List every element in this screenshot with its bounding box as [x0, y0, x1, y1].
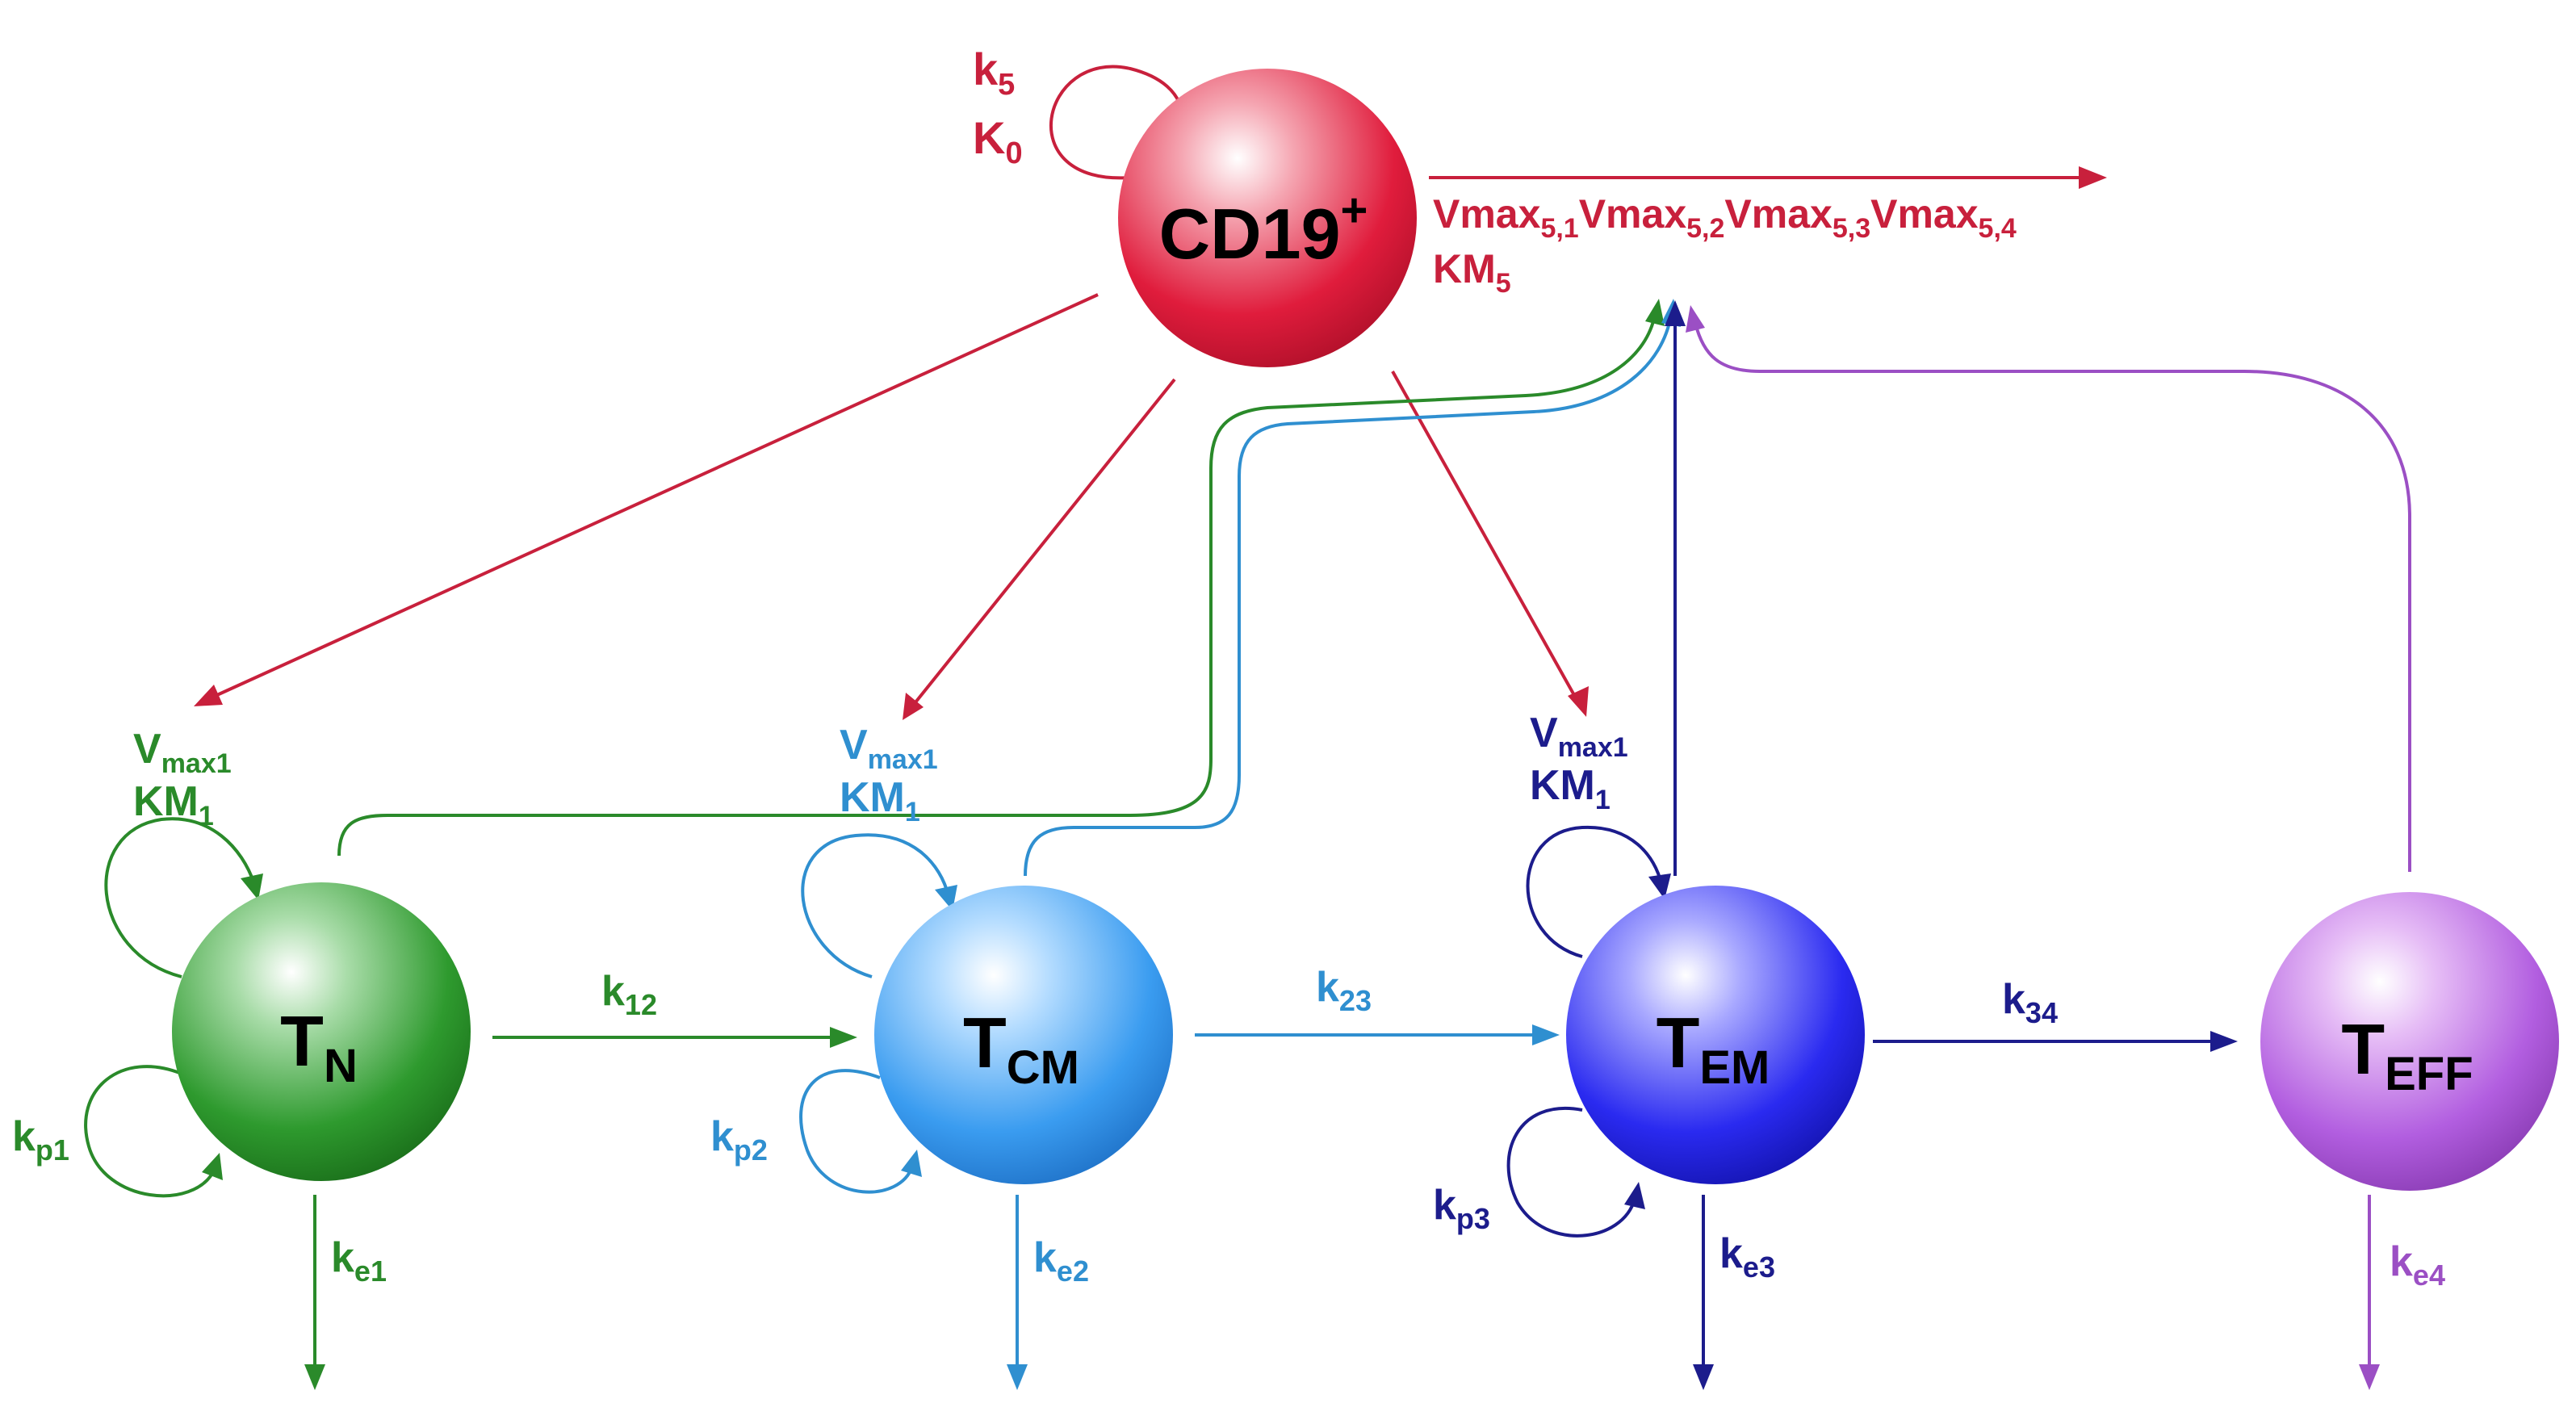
node-tn-main: T	[280, 1001, 324, 1081]
arrowhead	[1693, 1364, 1714, 1390]
label-tem-km: KM1	[1530, 762, 1611, 815]
label-ke4: ke4	[2390, 1238, 2445, 1292]
label-km5: KM5	[1433, 246, 1511, 299]
label-tem-vmax: Vmax1	[1530, 710, 1628, 763]
node-tem: TEM	[1566, 886, 1865, 1184]
node-teff: TEFF	[2260, 892, 2559, 1191]
arrowhead	[830, 1027, 857, 1048]
label-K0: K0	[973, 112, 1023, 170]
cd19-to-tem-arrow	[1391, 371, 1580, 703]
tcm-to-cd19-path	[1024, 314, 1673, 877]
svg-text:CD19+: CD19+	[1159, 184, 1368, 274]
arrowhead	[1568, 686, 1589, 717]
arrowhead	[2079, 166, 2107, 189]
label-tcm-km: KM1	[840, 774, 920, 827]
tn-self-loop-top	[104, 817, 256, 978]
node-tn: TN	[172, 882, 471, 1181]
tem-prolif-loop	[1506, 1107, 1636, 1238]
arrowhead	[1665, 300, 1686, 326]
tcm-prolif-loop	[799, 1069, 914, 1194]
label-k23: k23	[1316, 964, 1372, 1017]
arrowhead	[1645, 299, 1665, 326]
arrowhead	[1686, 305, 1705, 333]
node-cd19-main: CD19	[1159, 194, 1341, 274]
arrowhead	[2359, 1364, 2380, 1390]
node-teff-main: T	[2341, 1009, 2385, 1089]
label-k12: k12	[601, 968, 657, 1021]
label-kp1: kp1	[12, 1113, 69, 1167]
arrowhead	[1648, 873, 1671, 899]
node-tem-main: T	[1657, 1003, 1700, 1083]
label-k34: k34	[2002, 976, 2058, 1029]
node-tn-sub: N	[324, 1040, 358, 1092]
tn-prolif-loop	[84, 1065, 216, 1198]
arrowhead	[903, 693, 924, 720]
tn-to-cd19-path	[337, 314, 1657, 857]
arrowhead	[1532, 1024, 1560, 1045]
label-vmax-5: Vmax5,1Vmax5,2Vmax5,3Vmax5,4	[1433, 191, 2017, 244]
svg-text:TN: TN	[280, 1001, 358, 1092]
arrowhead	[1624, 1182, 1645, 1209]
label-ke1: ke1	[331, 1234, 387, 1288]
cd19-to-tcm-arrow	[911, 378, 1176, 708]
node-tcm: TCM	[874, 886, 1173, 1184]
label-tn-km: KM1	[133, 778, 214, 831]
arrowhead	[241, 873, 263, 900]
node-cd19: CD19+	[1118, 69, 1417, 367]
node-teff-sub: EFF	[2385, 1048, 2473, 1100]
node-tcm-main: T	[963, 1003, 1007, 1083]
tcm-self-loop-top	[801, 833, 950, 978]
label-ke3: ke3	[1719, 1230, 1775, 1284]
cd19-to-tn-arrow	[209, 293, 1099, 700]
tem-self-loop-top	[1526, 825, 1663, 958]
arrowhead	[304, 1364, 325, 1390]
node-tcm-sub: CM	[1007, 1041, 1079, 1094]
arrowhead	[1007, 1364, 1028, 1390]
arrowhead	[2210, 1031, 2238, 1052]
svg-text:TEFF: TEFF	[2341, 1009, 2473, 1100]
node-tem-sub: EM	[1699, 1041, 1770, 1094]
label-tcm-vmax: Vmax1	[840, 722, 938, 775]
arrowhead	[194, 685, 223, 706]
node-cd19-sup: +	[1341, 184, 1368, 237]
svg-text:TEM: TEM	[1657, 1003, 1770, 1094]
teff-to-cd19-path	[1694, 322, 2411, 872]
label-kp2: kp2	[710, 1113, 768, 1167]
label-kp3: kp3	[1433, 1182, 1490, 1235]
arrowhead	[202, 1153, 223, 1180]
label-k5: k5	[973, 44, 1015, 102]
svg-text:TCM: TCM	[963, 1003, 1079, 1094]
label-tn-vmax: Vmax1	[133, 726, 232, 779]
cd19-self-loop	[1049, 65, 1184, 180]
arrowhead	[901, 1150, 922, 1177]
label-ke2: ke2	[1033, 1234, 1089, 1288]
